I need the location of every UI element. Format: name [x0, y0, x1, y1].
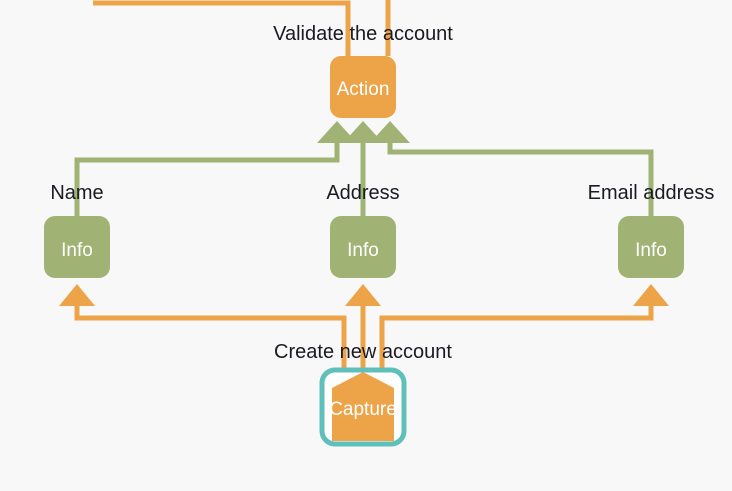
action-node-label: Action — [337, 79, 390, 100]
edge-label-create: Create new account — [274, 341, 452, 363]
edge-label-address: Address — [326, 182, 399, 204]
node-info-address[interactable]: Info — [330, 216, 396, 278]
edge-capture-to-email — [379, 300, 654, 370]
arrowhead-email-to-action — [370, 121, 410, 143]
info-name-node-shape[interactable] — [44, 216, 110, 278]
edge-label-validate: Validate the account — [273, 23, 453, 45]
arrowhead-capture-to-address — [345, 284, 381, 306]
edge-label-email: Email address — [588, 182, 715, 204]
edge-capture-to-name — [74, 300, 347, 370]
orange-edge-group-top — [93, 0, 391, 56]
node-info-name[interactable]: Info — [44, 216, 110, 278]
info-address-node-shape[interactable] — [330, 216, 396, 278]
node-info-email[interactable]: Info — [618, 216, 684, 278]
action-node-shape[interactable] — [330, 56, 396, 118]
arrowhead-capture-to-name — [59, 284, 95, 306]
node-action[interactable]: Action — [330, 56, 396, 118]
arrowhead-name-to-action — [317, 121, 357, 143]
info-name-node-label: Info — [61, 240, 93, 261]
info-address-node-label: Info — [347, 240, 379, 261]
arrowhead-address-to-action — [343, 121, 383, 143]
edge-label-name: Name — [50, 182, 103, 204]
info-email-node-label: Info — [635, 240, 667, 261]
capture-node-shape[interactable] — [332, 372, 394, 441]
orange-edge-group-bottom — [59, 284, 669, 370]
capture-node-label: Capture — [329, 399, 397, 420]
node-capture[interactable]: Capture — [319, 367, 407, 447]
edge-name-to-action — [74, 138, 340, 216]
green-edge-group — [74, 121, 654, 216]
info-email-node-shape[interactable] — [618, 216, 684, 278]
arrowhead-capture-to-email — [633, 284, 669, 306]
edge-action-out-left — [93, 0, 351, 56]
edge-email-to-action — [387, 138, 654, 216]
